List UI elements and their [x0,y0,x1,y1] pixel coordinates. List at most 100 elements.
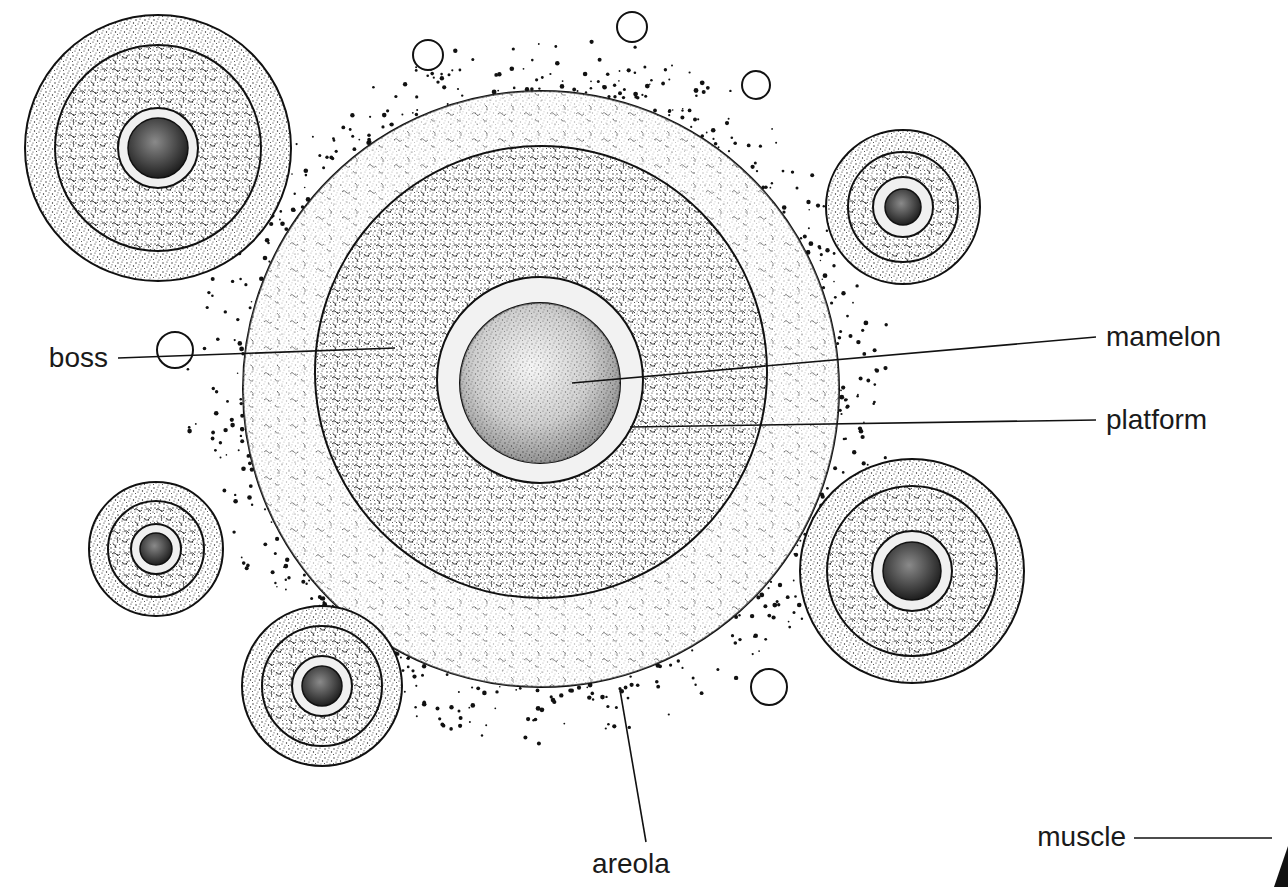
stipple-dot [764,638,767,641]
part-label: platform [1106,404,1207,436]
stipple-dot [239,347,244,352]
stipple-dot [312,136,314,138]
stipple-dot [759,593,764,598]
stipple-dot [711,128,716,133]
stipple-dot [308,580,310,582]
stipple-dot [461,94,463,96]
stipple-dot [476,686,480,690]
stipple-dot [451,69,453,71]
stipple-dot [284,564,289,569]
stipple-dot [777,603,780,606]
stipple-dot [333,139,336,142]
stipple-dot [623,88,626,91]
stipple-dot [810,173,814,177]
stipple-dot [499,686,501,688]
stipple-dot [585,91,587,93]
stipple-dot [592,698,594,700]
stipple-dot [598,58,602,62]
stipple-dot [223,489,227,493]
stipple-dot [232,530,235,533]
stipple-dot [415,69,418,72]
stipple-dot [747,144,751,148]
stipple-dot [280,210,283,213]
stipple-dot [351,135,354,138]
stipple-dot [738,614,740,616]
stipple-dot [459,69,462,72]
stipple-dot [834,296,837,299]
stipple-dot [634,46,637,49]
stipple-dot [700,691,704,695]
stipple-dot [372,86,375,89]
stipple-dot [203,347,207,351]
stipple-dot [481,734,483,736]
stipple-dot [734,641,738,645]
stipple-dot [818,245,822,249]
stipple-dot [251,504,253,506]
stipple-dot [211,295,214,298]
stipple-dot [291,207,296,212]
pore-circles [157,12,787,705]
stipple-dot [820,253,823,256]
stipple-dot [274,582,276,584]
stipple-dot [242,561,246,565]
stipple-dot [597,80,600,83]
stipple-dot [322,166,325,169]
stipple-dot [304,168,309,173]
stipple-dot [211,277,215,281]
stipple-dot [772,615,776,619]
stipple-dot [671,64,673,66]
stipple-dot [677,659,680,662]
stipple-dot [430,72,434,76]
stipple-dot [821,495,825,499]
stipple-dot [668,114,670,116]
stipple-dot [622,96,625,99]
stipple-dot [680,115,684,119]
stipple-dot [885,323,888,326]
stipple-dot [862,461,866,465]
stipple-dot [776,600,779,603]
stipple-dot [788,621,790,623]
stipple-dot [669,664,672,667]
stipple-dot [551,698,556,703]
stipple-dot [301,580,305,584]
stipple-dot [808,209,810,211]
stipple-dot [275,537,279,541]
stipple-dot [846,315,849,318]
stipple-dot [591,692,595,696]
boss-ring [827,486,997,656]
stipple-dot [618,80,620,82]
stipple-dot [751,165,755,169]
stipple-dot [249,484,253,488]
stipple-dot [840,413,842,415]
stipple-dot [668,109,671,112]
stipple-dot [367,134,371,138]
stipple-dot [794,595,797,598]
platform-ring [131,524,181,574]
stipple-dot [655,680,659,684]
stipple-dot [240,398,243,401]
stipple-dot [471,58,474,61]
stipple-dot [856,340,860,344]
stipple-dot [796,187,799,190]
stipple-dot [457,88,459,90]
stipple-dot [725,121,729,125]
stipple-dot [536,706,541,711]
stipple-dot [606,705,609,708]
stipple-dot [819,247,822,250]
stipple-dot [249,306,252,309]
stipple-dot [661,82,665,86]
stipple-dot [712,138,714,140]
stipple-dot [733,141,737,145]
stipple-dot [706,86,710,90]
stipple-dot [833,281,835,283]
stipple-dot [778,583,782,587]
stipple-dot [873,348,877,352]
stipple-dot [820,260,822,262]
stipple-dot [223,428,227,432]
stipple-dot [613,84,616,87]
stipple-dot [750,614,754,618]
part-label: boss [49,342,108,374]
stipple-dot [440,76,444,80]
stipple-dot [214,449,217,452]
stipple-dot [238,341,243,346]
